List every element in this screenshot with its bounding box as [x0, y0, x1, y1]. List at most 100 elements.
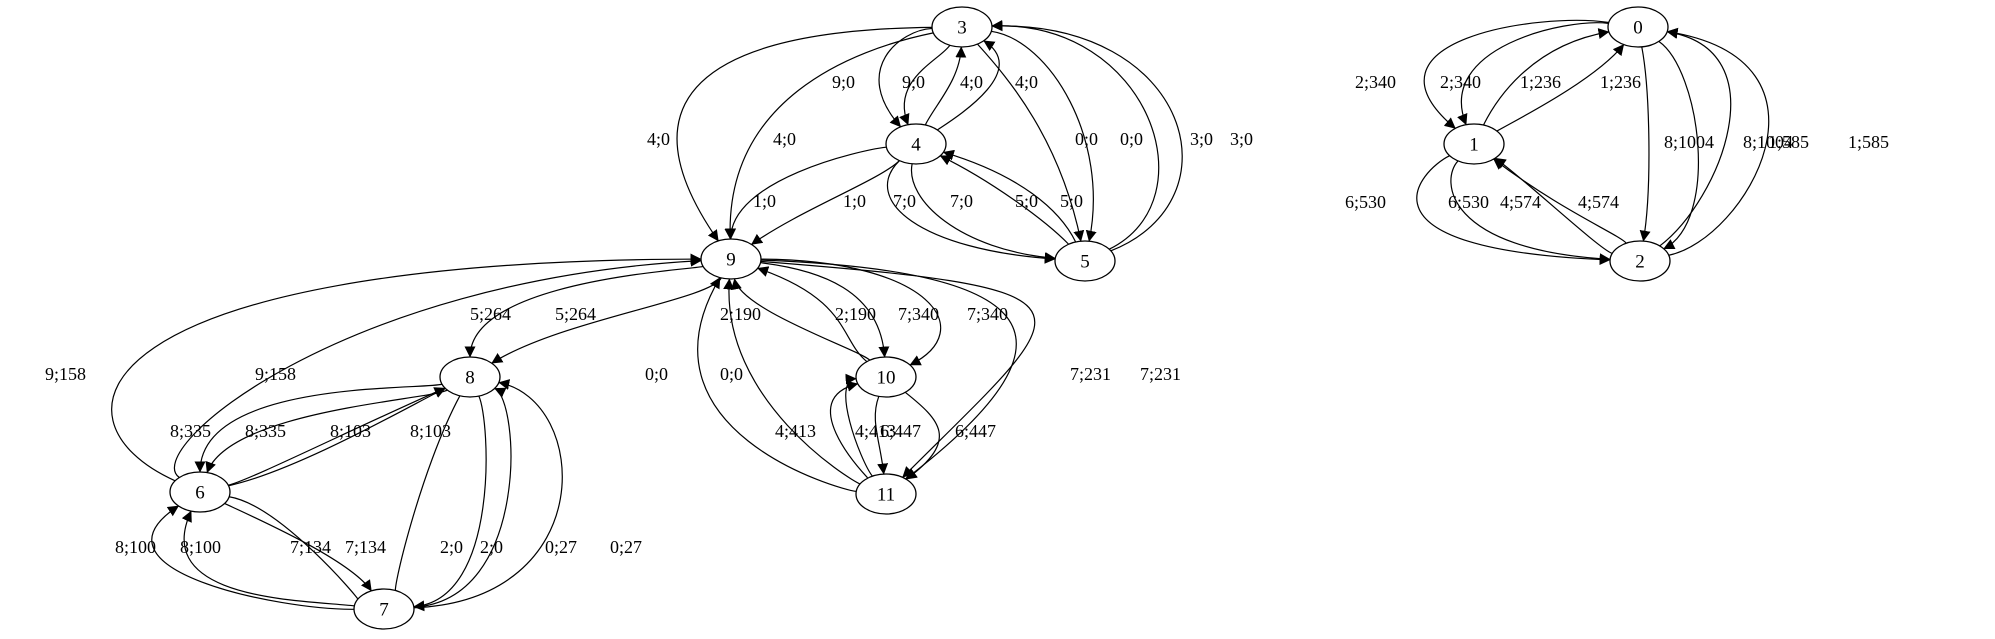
node-ellipse — [855, 473, 917, 515]
edge-label: 5;0 — [1015, 191, 1038, 211]
edge-5-to-4: 5;0 — [939, 155, 1070, 245]
edge-line — [1423, 19, 1609, 129]
edge-6-to-7: 7;134 — [229, 496, 386, 608]
edge-label: 2;190 — [835, 304, 876, 324]
edge-line — [413, 387, 512, 608]
node-label: 9 — [726, 250, 736, 271]
edge-line — [991, 20, 1183, 252]
edge-label: 7;231 — [1140, 364, 1181, 384]
edge-label: 0;0 — [645, 364, 668, 384]
edge-line — [991, 30, 1097, 242]
edge-line — [991, 20, 1160, 250]
edge-10-to-11: 6;447 — [904, 391, 996, 480]
edge-line — [724, 32, 934, 240]
edge-label: 0;0 — [1075, 129, 1098, 149]
edge-4-to-5: 7;0 — [910, 163, 1056, 263]
edge-line — [151, 505, 355, 610]
edge-7-to-6: 8;100 — [115, 505, 355, 610]
edge-line — [228, 387, 446, 487]
edge-2-to-0: 1;585 — [1666, 27, 1889, 256]
edge-label: 4;0 — [773, 129, 796, 149]
edge-11-to-10: 4;413 — [845, 373, 896, 477]
node-5: 5 — [1054, 240, 1116, 282]
edge-4-to-3: 4;0 — [924, 46, 983, 126]
edge-11-to-9: 0;0 — [720, 278, 861, 485]
edge-label: 8;100 — [180, 537, 221, 557]
edge-label: 2;190 — [720, 304, 761, 324]
edge-label: 6;447 — [955, 421, 996, 441]
edge-label: 4;413 — [855, 421, 896, 441]
edge-1-to-0: 1;236 — [1496, 44, 1641, 132]
edge-4-to-3: 4;0 — [937, 40, 1038, 131]
edge-5-to-4: 5;0 — [942, 149, 1083, 243]
node-ellipse — [353, 588, 415, 630]
edge-label: 6;447 — [880, 421, 921, 441]
edge-10-to-11: 6;447 — [874, 396, 921, 475]
edge-label: 8;100 — [115, 537, 156, 557]
edge-label: 2;0 — [480, 537, 503, 557]
edge-10-to-9: 2;190 — [757, 266, 876, 363]
edge-line — [385, 395, 461, 603]
edge-6-to-9: 9;158 — [173, 255, 702, 479]
edge-line — [194, 383, 443, 473]
edge-1-to-2: 6;530 — [1448, 160, 1611, 265]
edge-label: 7;0 — [893, 191, 916, 211]
edge-label: 8;103 — [330, 421, 371, 441]
edge-line — [111, 253, 702, 482]
edge-label: 1;236 — [1600, 72, 1641, 92]
edge-line — [1639, 46, 1651, 242]
edge-label: 2;340 — [1355, 72, 1396, 92]
edge-7-to-8: 0;27 — [413, 379, 642, 609]
edge-line — [760, 259, 1017, 480]
edge-3-to-4: 9;0 — [899, 44, 951, 126]
edge-line — [904, 391, 940, 480]
edge-label: 4;0 — [960, 72, 983, 92]
edge-7-to-8: 0;27 — [413, 387, 577, 608]
edge-line — [937, 40, 1000, 131]
edge-line — [181, 510, 355, 607]
node-label: 8 — [465, 368, 475, 389]
node-label: 3 — [957, 18, 967, 39]
edge-line — [899, 44, 951, 126]
edge-9-to-10: 7;340 — [760, 258, 1008, 366]
node-ellipse — [1443, 123, 1505, 165]
edge-9-to-8: 5;264 — [491, 277, 722, 364]
edge-4-to-5: 7;0 — [887, 160, 1056, 264]
edge-line — [1416, 155, 1611, 265]
node-10: 10 — [855, 356, 917, 398]
edge-9-to-8: 5;264 — [464, 265, 704, 358]
node-label: 5 — [1080, 252, 1090, 273]
edge-label: 5;264 — [470, 304, 511, 324]
node-ellipse — [931, 6, 993, 48]
edge-line — [1659, 27, 1732, 247]
edge-label: 7;340 — [898, 304, 939, 324]
edge-line — [1450, 160, 1611, 265]
node-ellipse — [885, 123, 947, 165]
edge-line — [1494, 157, 1613, 254]
edge-label: 7;340 — [967, 304, 1008, 324]
edge-1-to-2: 6;530 — [1345, 155, 1611, 265]
edge-label: 1;585 — [1768, 132, 1809, 152]
edge-label: 1;585 — [1848, 132, 1889, 152]
edge-label: 4;574 — [1500, 192, 1541, 212]
edge-0-to-1: 2;340 — [1355, 19, 1609, 129]
edge-3-to-5: 0;0 — [977, 43, 1098, 242]
node-6: 6 — [169, 471, 231, 513]
edge-9-to-10: 7;340 — [760, 262, 939, 358]
edge-label: 0;0 — [720, 364, 743, 384]
edge-label: 0;27 — [545, 537, 577, 557]
edge-line — [760, 260, 1036, 478]
edge-label: 7;231 — [1070, 364, 1111, 384]
edge-line — [939, 155, 1070, 245]
edge-line — [697, 277, 857, 493]
node-3: 3 — [931, 6, 993, 48]
edge-line — [878, 27, 933, 128]
edge-line — [829, 380, 869, 479]
node-2: 2 — [1609, 240, 1671, 282]
node-label: 7 — [379, 600, 389, 621]
node-ellipse — [855, 356, 917, 398]
edge-label: 8;1004 — [1743, 132, 1793, 152]
edge-label: 8;1004 — [1664, 132, 1714, 152]
